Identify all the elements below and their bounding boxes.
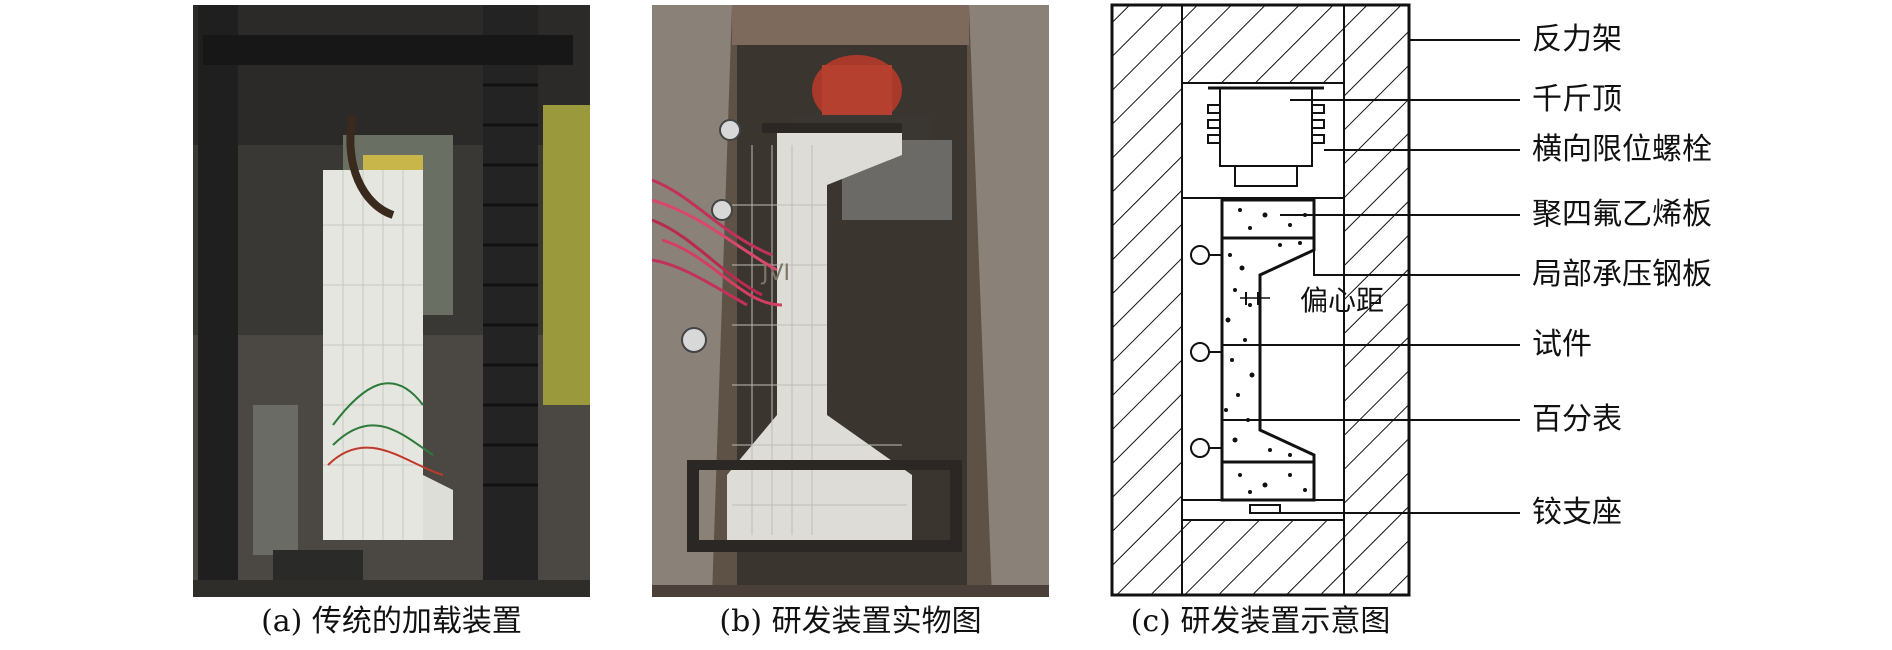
photo-developed-device: JVI [652, 5, 1049, 597]
label-lateral-bolt: 横向限位螺栓 [1532, 132, 1712, 167]
label-specimen: 试件 [1532, 327, 1592, 362]
caption-c: (c) 研发装置示意图 [1130, 604, 1391, 639]
photo-traditional-loading [193, 5, 590, 597]
label-bearing-plate: 局部承压钢板 [1532, 257, 1712, 292]
label-reaction-frame: 反力架 [1532, 22, 1622, 57]
jack [1207, 86, 1325, 187]
specimen [1220, 208, 1316, 494]
label-ptfe-plate: 聚四氟乙烯板 [1532, 197, 1712, 232]
label-jack: 千斤顶 [1532, 82, 1622, 117]
caption-a: (a) 传统的加载装置 [261, 604, 522, 639]
leader-lines [1222, 39, 1520, 514]
schematic-drawing: 偏心距 [1110, 3, 1520, 597]
specimen-marking: JVI [760, 261, 790, 286]
reaction-frame [1110, 3, 1411, 597]
label-dial-gauge: 百分表 [1532, 402, 1622, 437]
photo-a-drawing [193, 5, 590, 597]
schematic-diagram: 偏心距 反力架 千斤顶 横向限位螺栓 聚四氟乙烯板 局部承压钢板 试件 百分表 … [1100, 0, 1892, 600]
caption-b: (b) 研发装置实物图 [719, 604, 982, 639]
eccentricity-label: 偏心距 [1300, 284, 1384, 317]
hinge-support [1249, 504, 1281, 514]
photo-b-drawing: JVI [652, 5, 1049, 597]
label-hinge-support: 铰支座 [1532, 495, 1622, 530]
dial-gauges [1190, 245, 1222, 458]
